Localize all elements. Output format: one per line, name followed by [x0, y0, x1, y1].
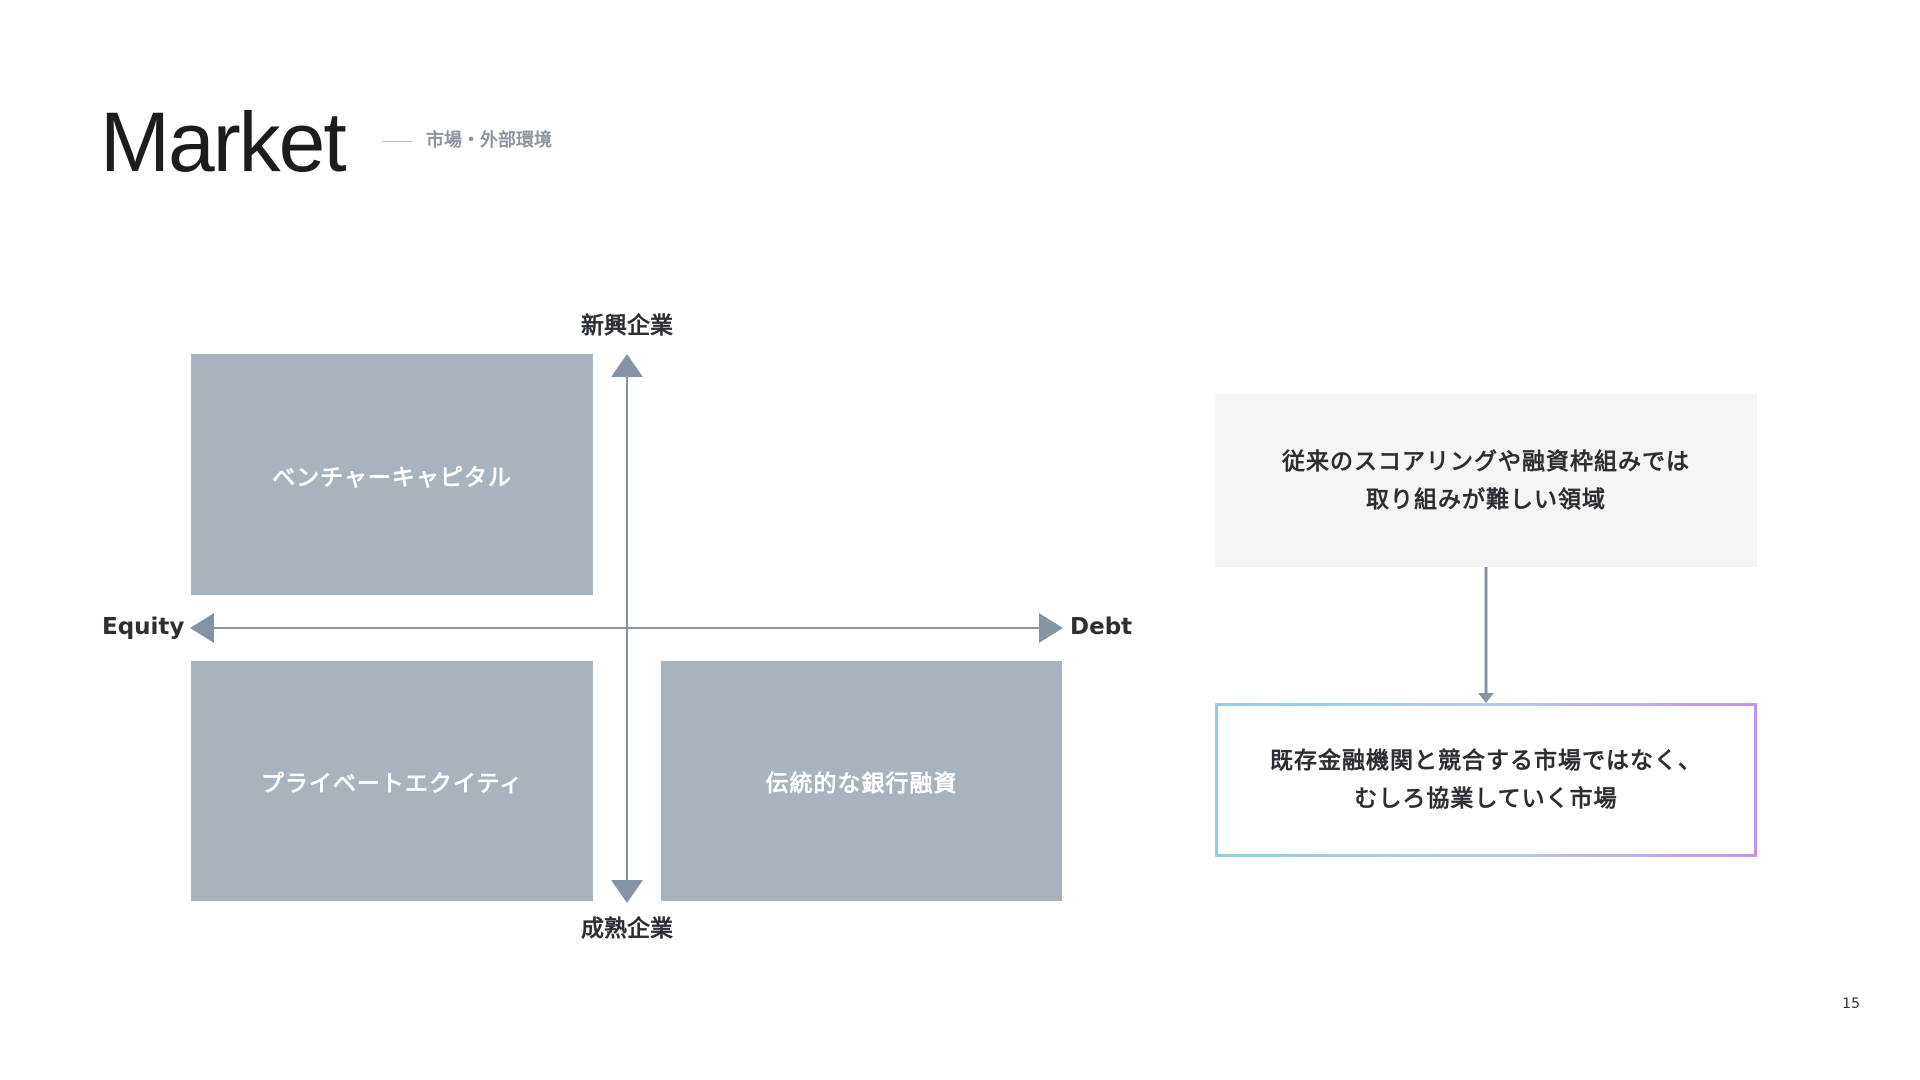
axis-label-left: Equity — [102, 614, 185, 640]
problem-text: 従来のスコアリングや融資枠組みでは 取り組みが難しい領域 — [1282, 443, 1690, 519]
arrow-right-icon — [1039, 613, 1063, 643]
problem-line-1: 従来のスコアリングや融資枠組みでは — [1282, 448, 1690, 475]
solution-line-2: むしろ協業していく市場 — [1354, 786, 1618, 812]
axis-label-right: Debt — [1070, 614, 1133, 640]
quadrant-top-left: ベンチャーキャピタル — [191, 354, 593, 595]
arrow-up-icon — [611, 354, 643, 377]
axis-label-top: 新興企業 — [581, 313, 673, 339]
horizontal-axis — [190, 613, 1063, 643]
quadrant-top-left-label: ベンチャーキャピタル — [272, 464, 512, 491]
subtitle-divider — [382, 141, 412, 142]
problem-box: 従来のスコアリングや融資枠組みでは 取り組みが難しい領域 — [1215, 394, 1757, 567]
solution-box-inner: 既存金融機関と競合する市場ではなく、 むしろ協業していく市場 — [1218, 706, 1754, 854]
quadrant-bottom-left: プライベートエクイティ — [191, 661, 593, 901]
page-title: Market — [100, 95, 347, 189]
quadrant-bottom-right: 伝統的な銀行融資 — [661, 661, 1062, 901]
page-number: 15 — [1842, 996, 1860, 1012]
target-quadrant-highlight — [660, 353, 1062, 593]
axis-label-bottom: 成熟企業 — [581, 916, 673, 942]
quadrant-bottom-right-label: 伝統的な銀行融資 — [765, 771, 958, 797]
page-subtitle: 市場・外部環境 — [426, 130, 552, 151]
arrow-down-small-icon — [1478, 693, 1494, 703]
problem-line-2: 取り組みが難しい領域 — [1366, 486, 1606, 513]
solution-line-1: 既存金融機関と競合する市場ではなく、 — [1270, 748, 1702, 774]
arrow-down-icon — [611, 880, 643, 903]
quadrant-bottom-left-label: プライベートエクイティ — [260, 771, 524, 797]
connector-arrow — [1478, 567, 1494, 703]
solution-text: 既存金融機関と競合する市場ではなく、 むしろ協業していく市場 — [1270, 742, 1702, 818]
solution-box: 既存金融機関と競合する市場ではなく、 むしろ協業していく市場 — [1215, 703, 1757, 857]
arrow-left-icon — [190, 613, 214, 643]
